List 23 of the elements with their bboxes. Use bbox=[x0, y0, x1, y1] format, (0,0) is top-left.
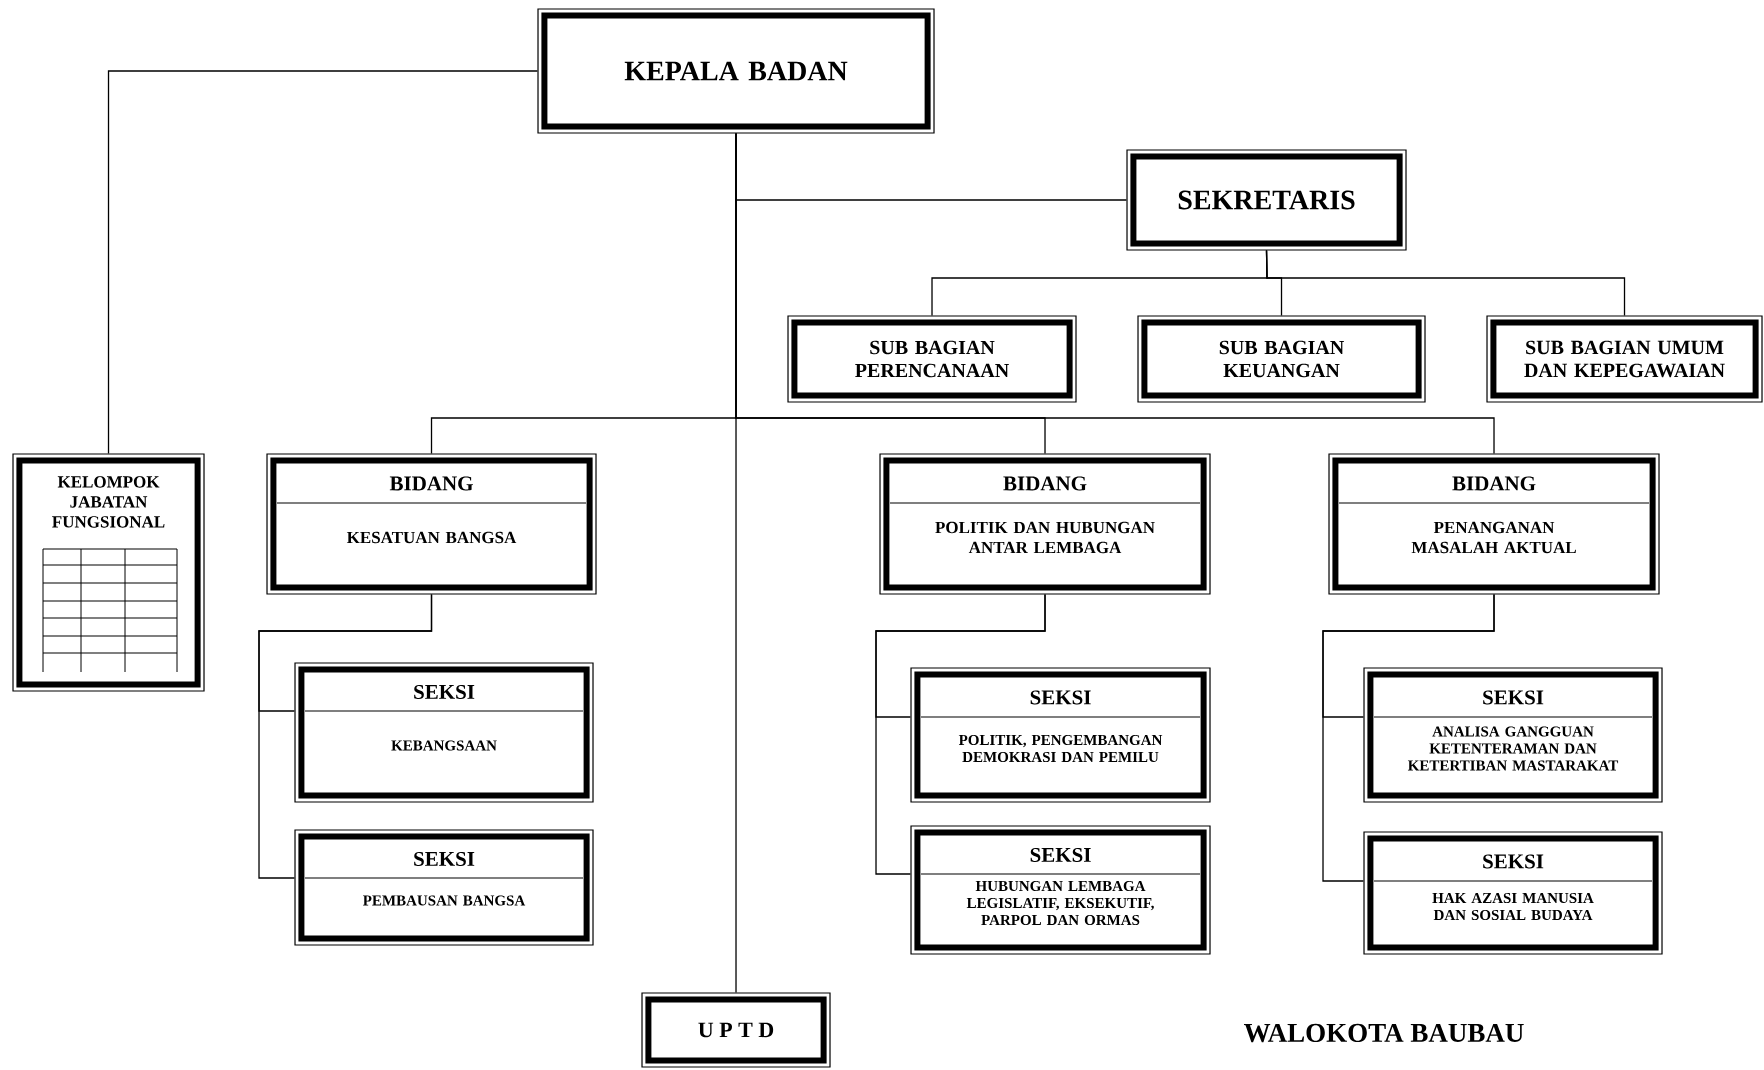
section-box: SEKSI PEMBAUSAN BANGSA bbox=[294, 829, 594, 946]
connector-line bbox=[1265, 249, 1626, 317]
secretary-box: SEKRETARIS bbox=[1126, 149, 1407, 251]
division-box: BIDANG POLITIK DAN HUBUNGAN ANTAR LEMBAGA bbox=[879, 453, 1211, 595]
unit-box: U P T D bbox=[641, 992, 831, 1068]
connector-line bbox=[875, 593, 1046, 875]
subdivision-box: SUB BAGIAN UMUM DAN KEPEGAWAIAN bbox=[1486, 315, 1763, 403]
section-box: SEKSI HUBUNGAN LEMBAGA LEGISLATIF, EKSEKUTIF, PARPOL DAN ORMAS bbox=[910, 825, 1211, 955]
connector-line bbox=[258, 593, 433, 879]
division-box: BIDANG PENANGANAN MASALAH AKTUAL bbox=[1328, 453, 1660, 595]
functional-group-box: KELOMPOK JABATAN FUNGSIONAL bbox=[12, 453, 205, 692]
division-box: BIDANG KESATUAN BANGSA bbox=[266, 453, 597, 595]
subdivision-box: SUB BAGIAN PERENCANAAN bbox=[787, 315, 1077, 403]
section-box: SEKSI POLITIK, PENGEMBANGAN DEMOKRASI DAN PEMILU bbox=[910, 667, 1211, 803]
subdivision-box: SUB BAGIAN KEUANGAN bbox=[1137, 315, 1426, 403]
connector-line bbox=[735, 132, 737, 994]
connector-line bbox=[1322, 593, 1495, 882]
footer-text: WALOKOTA BAUBAU bbox=[1244, 1023, 1524, 1043]
section-box: SEKSI KEBANGSAAN bbox=[294, 662, 594, 803]
connector-line bbox=[107, 70, 539, 455]
section-box: SEKSI HAK AZASI MANUSIA DAN SOSIAL BUDAYA bbox=[1363, 831, 1663, 955]
head-box: KEPALA BADAN bbox=[537, 8, 935, 134]
section-box: SEKSI ANALISA GANGGUAN KETENTERAMAN DAN KETERTIBAN MASTARAKAT bbox=[1363, 667, 1663, 803]
